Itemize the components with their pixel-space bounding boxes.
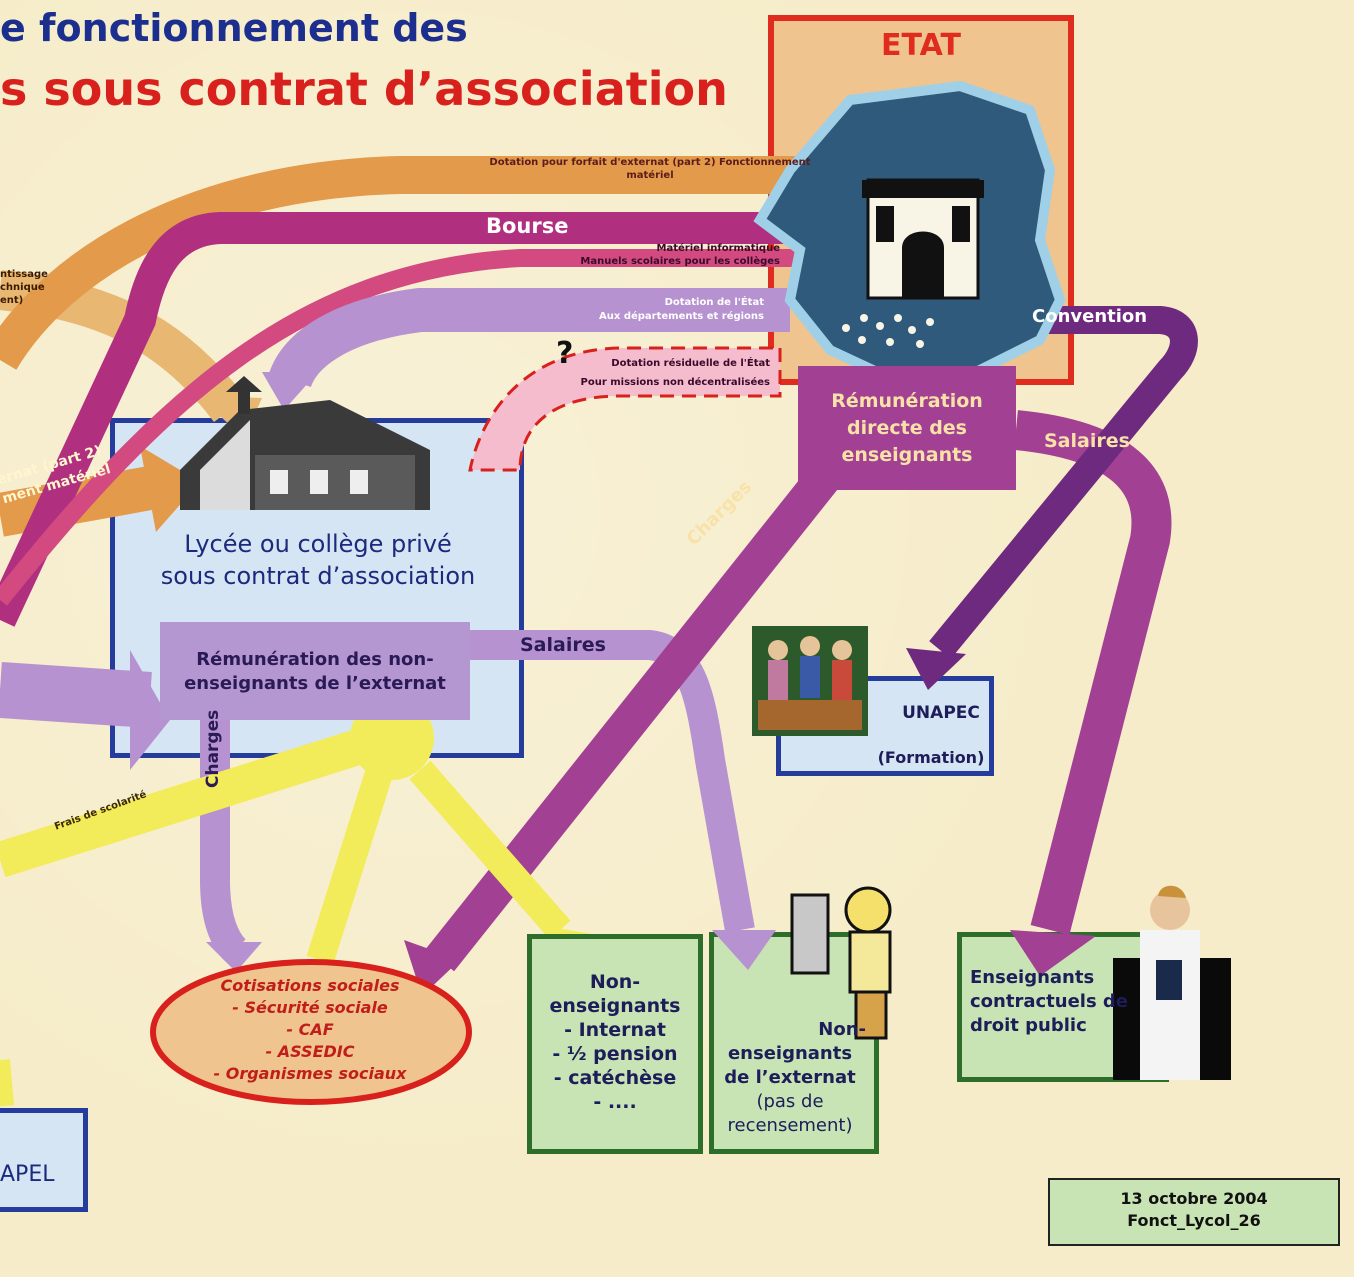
question-mark: ? bbox=[556, 336, 574, 371]
salaires-center-arrowhead bbox=[712, 930, 776, 970]
page-title-line2: s sous contrat d’association bbox=[0, 62, 728, 116]
externat-line5: recensement) bbox=[727, 1115, 853, 1136]
cotisations-ellipse bbox=[150, 959, 472, 1105]
dotation-forfait-label: Dotation pour forfait d'externat (part 2… bbox=[440, 156, 860, 182]
externat-line2: enseignants bbox=[727, 1043, 853, 1064]
bourse-label: Bourse bbox=[486, 214, 569, 238]
frais-to-cotisations bbox=[306, 765, 394, 965]
left-lilac-arrowhead bbox=[130, 650, 170, 770]
meeting-people-icon bbox=[752, 626, 868, 736]
lycee-label-line1: Lycée ou collège privé bbox=[184, 530, 452, 558]
dots-decoration bbox=[842, 314, 934, 348]
cotisations-line2: - Sécurité sociale bbox=[232, 998, 388, 1017]
salaires-right-label: Salaires bbox=[1044, 430, 1130, 452]
remuneration-directe-box bbox=[798, 366, 1016, 490]
etat-label: ETAT bbox=[881, 28, 961, 63]
remuneration-directe-line3: enseignants bbox=[841, 444, 973, 466]
page-title-line1: e fonctionnement des bbox=[0, 6, 468, 50]
apprentissage-label: ntissage chnique ent) bbox=[0, 268, 48, 307]
salaires-center-flow bbox=[465, 630, 755, 933]
cotisations-line5: - Organismes sociaux bbox=[213, 1064, 407, 1083]
enseignants-line1: Enseignants bbox=[970, 967, 1095, 988]
dotation-forfait-line2: matériel bbox=[626, 170, 674, 181]
school-house-icon bbox=[180, 376, 430, 510]
apprentissage-line3: ent) bbox=[0, 295, 24, 306]
dotation-etat-label: Dotation de l'État Aux départements et r… bbox=[560, 296, 764, 324]
remuneration-non-enseignants-line1: Rémunération des non- bbox=[196, 649, 434, 670]
residuelle-line1: Dotation résiduelle de l'État bbox=[611, 358, 770, 369]
externat-line1: Non- bbox=[818, 1019, 866, 1040]
remuneration-directe-line1: Rémunération bbox=[831, 390, 983, 412]
remuneration-non-enseignants-box bbox=[160, 622, 470, 720]
unapec-subtitle: (Formation) bbox=[877, 748, 985, 767]
non-enseignants-internat-box bbox=[527, 934, 703, 1154]
remuneration-directe-label: Rémunération directe des enseignants bbox=[798, 388, 1016, 469]
salaires-right-flow bbox=[1013, 410, 1172, 935]
externat-line4: (pas de bbox=[756, 1091, 824, 1112]
convention-arrowhead bbox=[906, 648, 966, 690]
enseignants-contractuels-text: Enseignants contractuels de droit public bbox=[970, 966, 1130, 1038]
enseignants-line2: contractuels de bbox=[970, 991, 1129, 1012]
materiel-line1: Matériel informatique bbox=[656, 243, 780, 254]
remuneration-non-enseignants-line2: enseignants de l’externat bbox=[184, 673, 446, 694]
apprentissage-line1: ntissage bbox=[0, 269, 48, 280]
internat-line6: - .... bbox=[593, 1091, 637, 1113]
frais-to-apel bbox=[0, 1059, 14, 1107]
unapec-title: UNAPEC bbox=[902, 703, 980, 723]
dotation-forfait-flow bbox=[0, 156, 855, 370]
internat-line4: - ½ pension bbox=[552, 1043, 678, 1065]
convention-flow bbox=[929, 306, 1198, 659]
footer-box bbox=[1048, 1178, 1340, 1246]
charges-vertical-arrowhead bbox=[206, 942, 262, 972]
remuneration-non-enseignants-label: Rémunération des non- enseignants de l’e… bbox=[160, 648, 470, 696]
apel-box bbox=[0, 1108, 88, 1212]
bourse-flow bbox=[0, 212, 860, 627]
residuelle-flow bbox=[468, 346, 782, 472]
internat-line3: - Internat bbox=[564, 1019, 666, 1041]
lycee-label-line2: sous contrat d’association bbox=[160, 562, 476, 590]
footer-ref: Fonct_Lycol_26 bbox=[1127, 1211, 1261, 1230]
cotisations-line3: - CAF bbox=[286, 1020, 334, 1039]
cotisations-line1: Cotisations sociales bbox=[220, 976, 400, 995]
cotisations-line4: - ASSEDIC bbox=[265, 1042, 355, 1061]
left-lilac-flow bbox=[0, 662, 152, 728]
materiel-label: Matériel informatique Manuels scolaires … bbox=[540, 242, 780, 268]
dotation-etat-arrowhead bbox=[262, 372, 318, 410]
externat-line3: de l’externat bbox=[724, 1067, 856, 1088]
dotation-etat-flow bbox=[269, 288, 790, 389]
dotation-etat-line2: Aux départements et régions bbox=[599, 311, 764, 322]
salaires-center-label: Salaires bbox=[520, 634, 606, 656]
footer-date: 13 octobre 2004 bbox=[1120, 1189, 1268, 1208]
cotisations-text: Cotisations sociales - Sécurité sociale … bbox=[160, 975, 460, 1085]
convention-label: Convention bbox=[1032, 306, 1148, 327]
arc-de-triomphe-icon bbox=[862, 178, 984, 300]
apel-label: APEL bbox=[0, 1162, 55, 1187]
remuneration-directe-line2: directe des bbox=[846, 417, 967, 439]
charges-vertical-label: Charges bbox=[203, 709, 223, 788]
residuelle-label: Dotation résiduelle de l'État Pour missi… bbox=[548, 354, 770, 392]
non-enseignants-externat-text: Non- enseignants de l’externat (pas de r… bbox=[714, 1018, 874, 1138]
residuelle-line2: Pour missions non décentralisées bbox=[580, 377, 770, 388]
internat-line5: - catéchèse bbox=[553, 1067, 677, 1089]
frais-to-internat bbox=[409, 760, 571, 940]
dotation-etat-line1: Dotation de l'État bbox=[664, 297, 764, 308]
frais-flow bbox=[0, 722, 386, 878]
materiel-flow bbox=[0, 249, 860, 606]
forfait-left-arrowhead bbox=[140, 446, 200, 532]
materiel-line2: Manuels scolaires pour les collèges bbox=[580, 256, 780, 267]
internat-line2: enseignants bbox=[549, 995, 681, 1017]
footer-text: 13 octobre 2004 Fonct_Lycol_26 bbox=[1048, 1188, 1340, 1232]
enseignants-line3: droit public bbox=[970, 1015, 1087, 1036]
internat-line1: Non- bbox=[589, 971, 641, 993]
lycee-label: Lycée ou collège privé sous contrat d’as… bbox=[118, 528, 518, 592]
apprentissage-line2: chnique bbox=[0, 282, 45, 293]
teacher-photo-icon bbox=[1113, 885, 1231, 1080]
non-enseignants-internat-text: Non- enseignants - Internat - ½ pension … bbox=[532, 970, 698, 1114]
dotation-forfait-line1: Dotation pour forfait d'externat (part 2… bbox=[489, 157, 811, 168]
salaires-right-arrowhead bbox=[1010, 930, 1096, 976]
technician-icon bbox=[790, 886, 892, 1040]
